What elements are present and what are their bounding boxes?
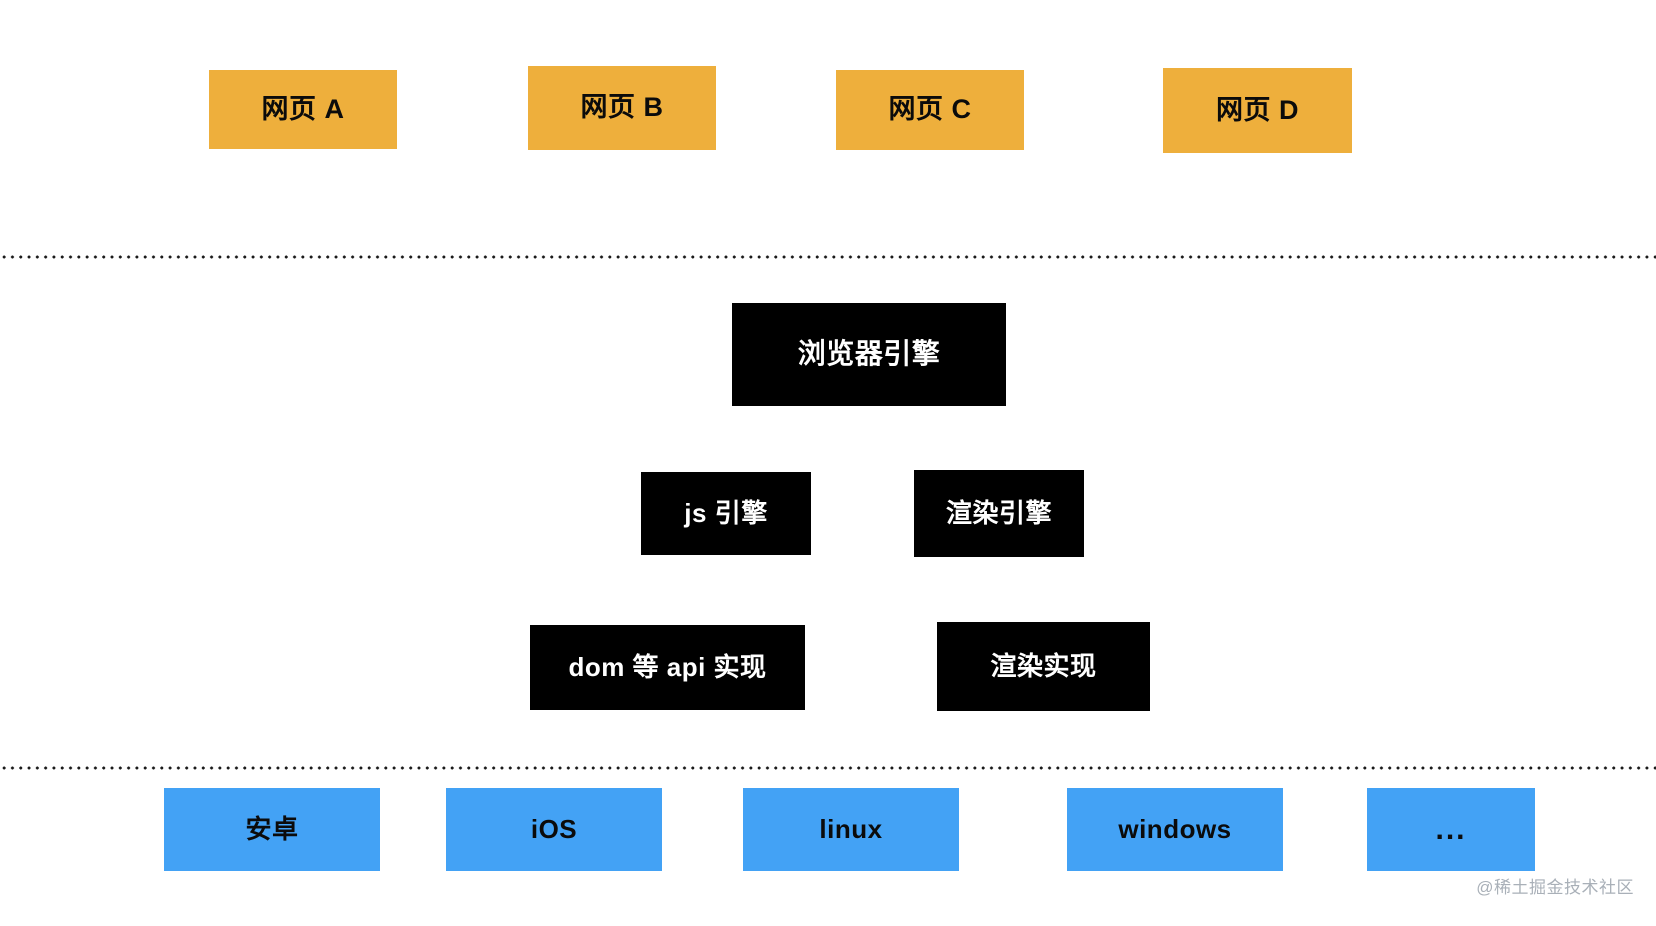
web-page-box-d[interactable]: 网页 D <box>1163 68 1352 153</box>
divider-engine-os <box>0 766 1656 770</box>
divider-pages-engine <box>0 255 1656 259</box>
os-box-ios[interactable]: iOS <box>446 788 662 871</box>
os-box-android[interactable]: 安卓 <box>164 788 380 871</box>
watermark: @稀土掘金技术社区 <box>1476 878 1634 897</box>
web-page-label-a: 网页 A <box>261 93 345 124</box>
os-box-linux[interactable]: linux <box>743 788 959 871</box>
js-engine-box[interactable]: js 引擎 <box>641 472 811 555</box>
dom-api-impl-box[interactable]: dom 等 api 实现 <box>530 625 805 710</box>
web-page-box-b[interactable]: 网页 B <box>528 66 716 150</box>
render-impl-label: 渲染实现 <box>990 651 1097 682</box>
browser-engine-box[interactable]: 浏览器引擎 <box>732 303 1006 406</box>
os-box-more[interactable]: ... <box>1367 788 1535 871</box>
web-page-label-c: 网页 C <box>888 94 972 125</box>
dom-api-impl-label: dom 等 api 实现 <box>568 652 767 683</box>
os-box-windows[interactable]: windows <box>1067 788 1283 871</box>
os-label-ios: iOS <box>530 814 578 845</box>
web-page-box-c[interactable]: 网页 C <box>836 70 1024 150</box>
os-label-android: 安卓 <box>245 814 299 845</box>
js-engine-label: js 引擎 <box>684 498 768 529</box>
os-label-more: ... <box>1435 813 1467 846</box>
web-page-box-a[interactable]: 网页 A <box>209 70 397 149</box>
os-label-linux: linux <box>819 814 883 845</box>
os-label-windows: windows <box>1118 814 1232 845</box>
render-impl-box[interactable]: 渲染实现 <box>937 622 1150 711</box>
render-engine-label: 渲染引擎 <box>945 498 1052 529</box>
browser-engine-label: 浏览器引擎 <box>797 338 941 370</box>
web-page-label-d: 网页 D <box>1216 94 1299 125</box>
render-engine-box[interactable]: 渲染引擎 <box>914 470 1084 557</box>
web-page-label-b: 网页 B <box>580 92 664 123</box>
